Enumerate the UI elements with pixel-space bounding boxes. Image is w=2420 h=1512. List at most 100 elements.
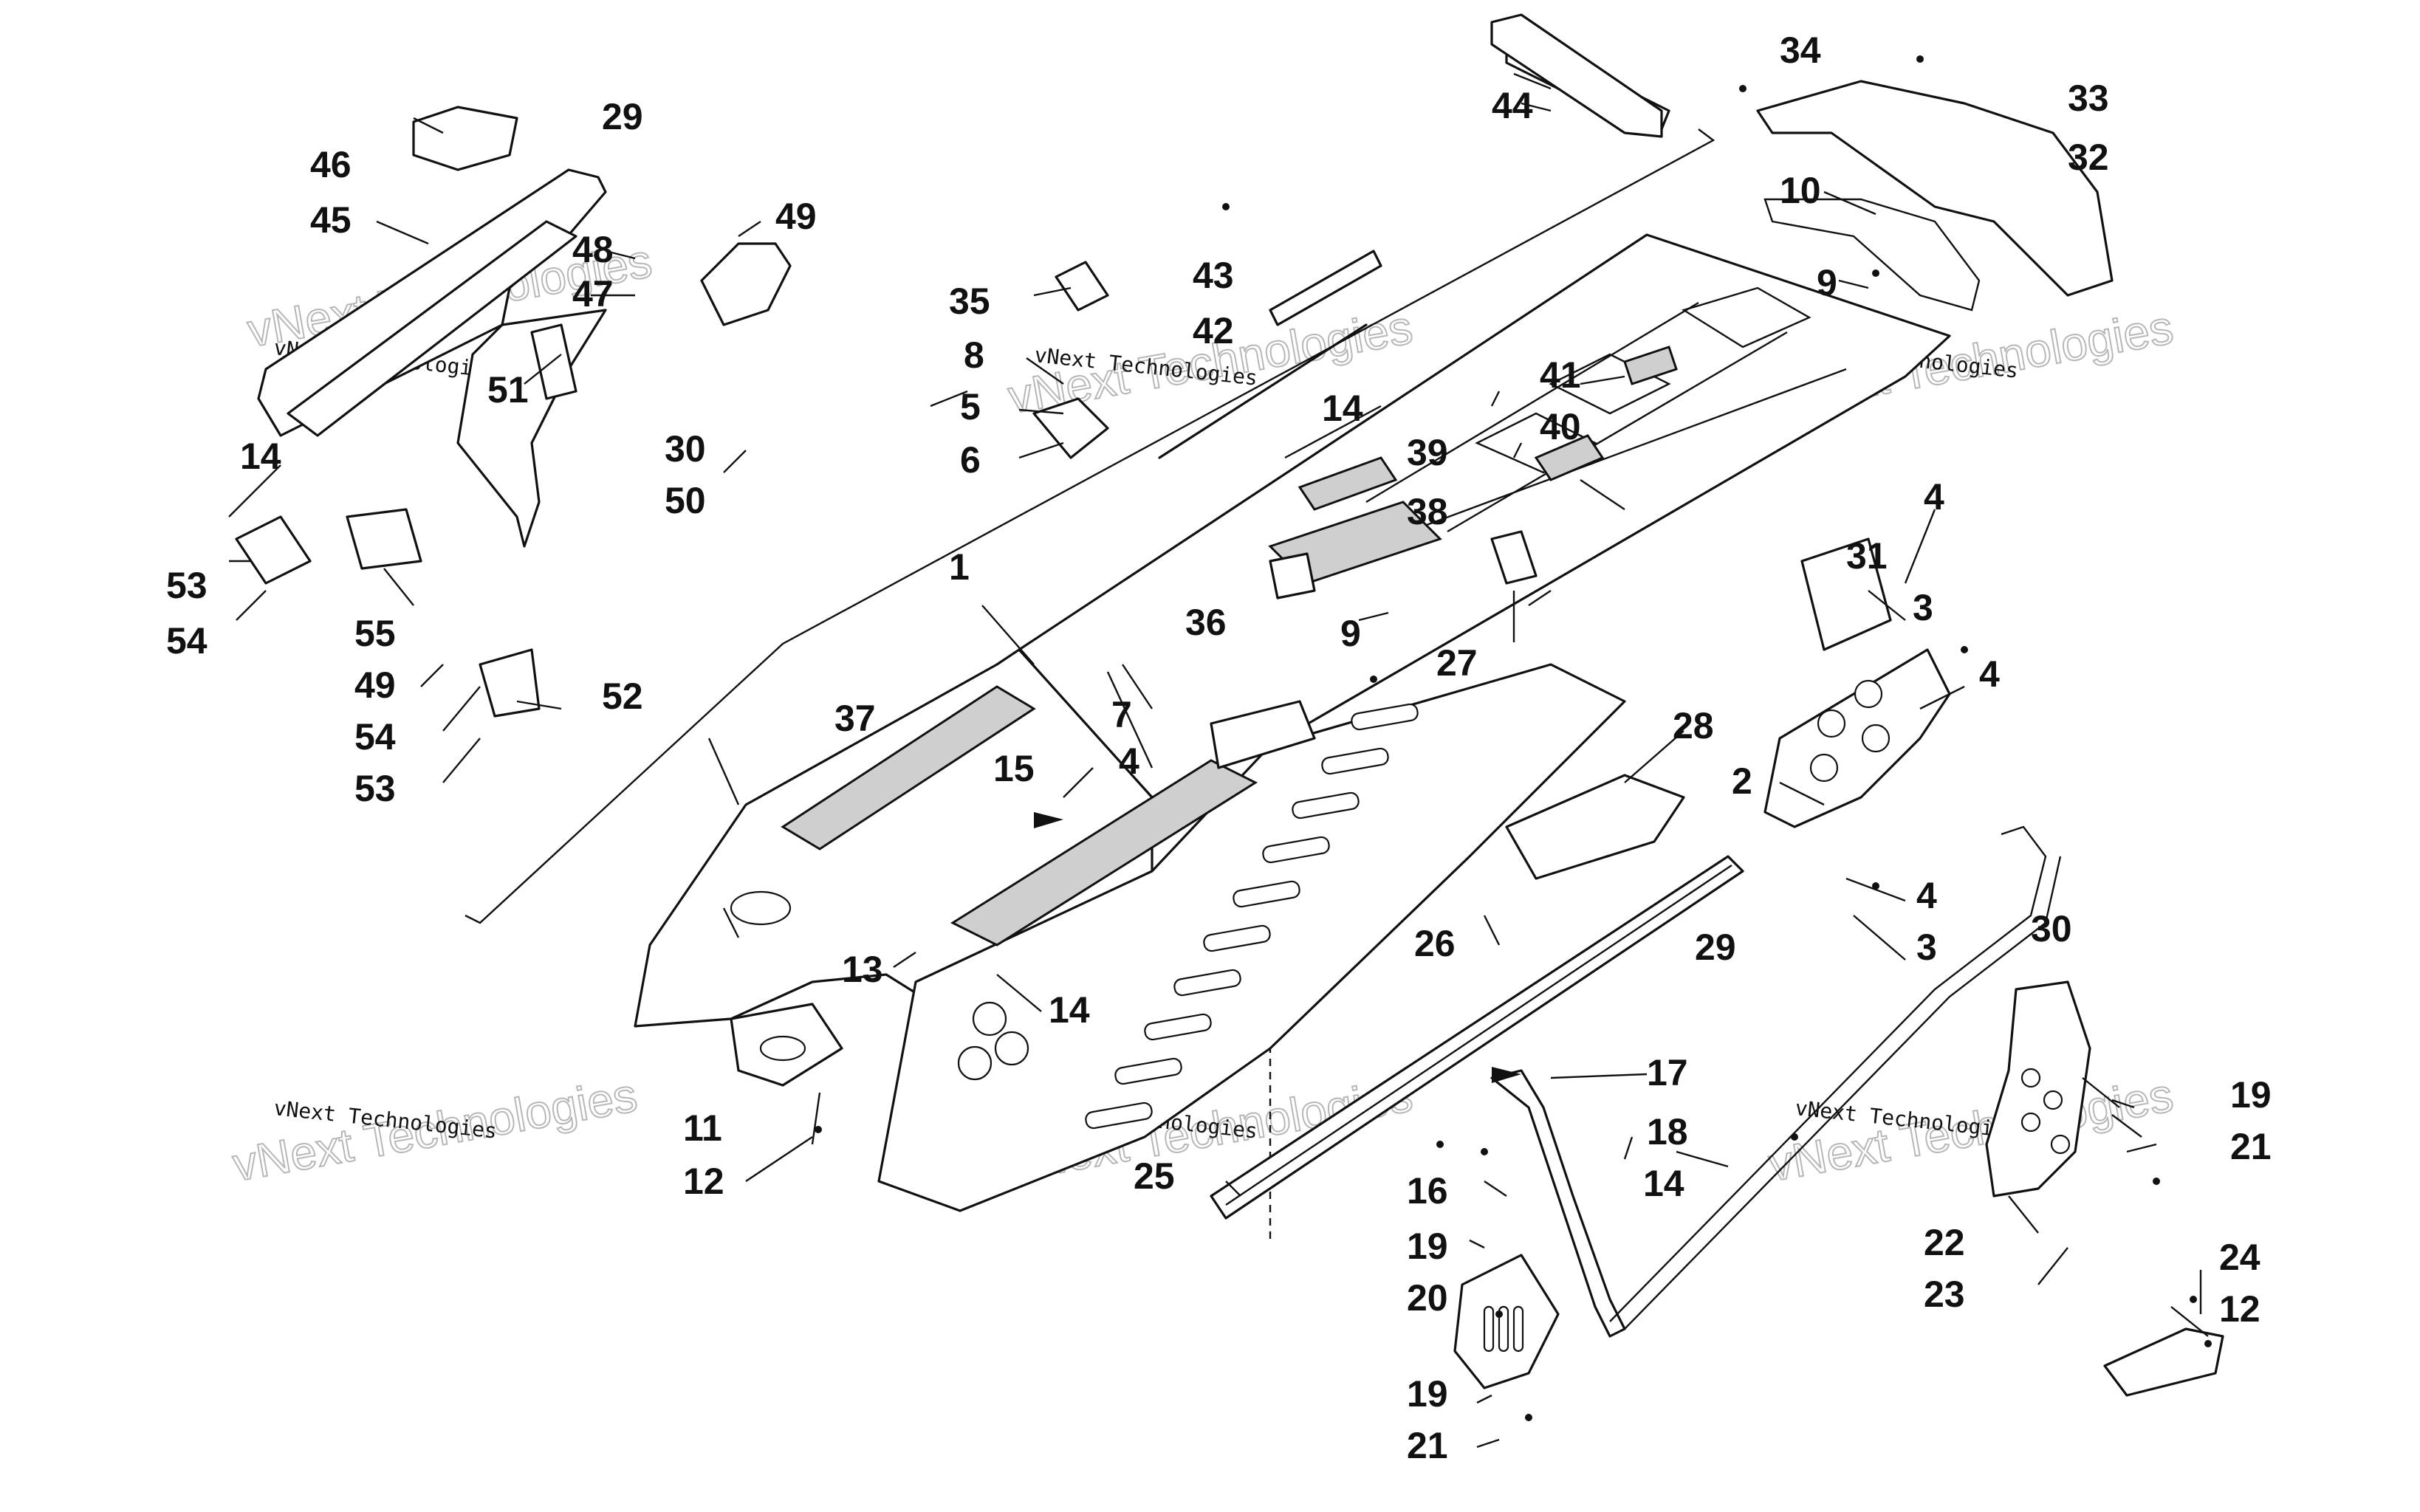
callout-29: 29 [1695,927,1736,968]
seat-support-strip-right [950,759,1258,946]
callout-9: 9 [1817,262,1837,303]
strip-42 [1158,323,1368,459]
seat-support-strip-left [781,685,1036,850]
side-plates [1505,537,1951,880]
callout-53: 53 [166,565,208,606]
left-lower-parts [730,1003,843,1087]
callout-53: 53 [354,768,396,809]
callout-29: 29 [602,96,643,137]
direction-arrows [1034,812,1521,1083]
callout-28: 28 [1673,705,1714,746]
running-board-louvers [1085,703,1419,1130]
top-center-parts [1032,13,1678,599]
callout-4: 4 [1979,653,2000,695]
rear-hinge-bottom [479,648,541,718]
callout-30: 30 [665,428,706,470]
callout-52: 52 [602,676,643,717]
tunnel-chassis [634,233,1951,1212]
callout-30: 30 [2031,908,2072,949]
callout-6: 6 [960,439,981,481]
callout-31: 31 [1846,535,1888,577]
callout-4: 4 [1924,476,1944,518]
rear-rack-leg [456,309,607,548]
callout-54: 54 [166,620,208,662]
callout-19: 19 [1407,1226,1448,1267]
callout-55: 55 [354,613,396,654]
arrow-icon [1492,1067,1521,1083]
callout-47: 47 [572,273,614,315]
shield-28 [1505,774,1685,880]
callout-38: 38 [1407,491,1448,532]
bracket-27 [1490,530,1538,585]
callout-21: 21 [2230,1126,2272,1167]
fasteners [815,55,2212,1421]
side-plate-2 [1763,648,1951,828]
seat-strip-44 [1490,13,1663,138]
callout-27: 27 [1436,642,1478,684]
rear-rack-strap [530,323,577,400]
callout-1: 1 [949,546,970,588]
callout-4: 4 [1119,740,1139,782]
callout-22: 22 [1924,1222,1965,1263]
callout-46: 46 [310,144,352,185]
callout-14: 14 [1643,1163,1684,1204]
rear-bumper-cover [1756,80,2114,297]
bumper-tube-30 [1609,825,2047,1322]
callout-36: 36 [1185,602,1227,643]
callout-41: 41 [1540,354,1581,396]
callout-51: 51 [487,369,529,410]
callout-13: 13 [842,949,883,990]
bracket-35 [1055,261,1109,312]
callout-14: 14 [240,436,281,477]
callout-40: 40 [1540,406,1581,447]
callout-5: 5 [960,386,981,427]
callout-19: 19 [1407,1373,1448,1415]
callout-26: 26 [1414,923,1456,964]
part-1-bracket-line [465,128,1715,924]
callout-3: 3 [1913,587,1933,628]
callout-33: 33 [2068,78,2109,119]
callout-7: 7 [1111,694,1132,735]
callout-labels: 1 2 3 3 4 4 4 4 5 6 7 8 9 9 10 11 12 12 … [166,30,2272,1466]
rear-rack-mount-bracket [700,242,792,326]
footrest-22 [1985,980,2091,1197]
pad-40 [1534,434,1605,481]
callout-12: 12 [683,1161,724,1202]
callout-3: 3 [1916,927,1937,968]
callout-42: 42 [1193,310,1234,351]
callout-15: 15 [993,748,1035,789]
callout-9: 9 [1340,613,1361,654]
strip-43 [1269,250,1382,326]
rear-rack-assembly [235,106,792,718]
bracket-36 [1269,552,1316,599]
callout-50: 50 [665,480,706,521]
callout-37: 37 [834,698,876,739]
callout-12: 12 [2219,1288,2260,1330]
callout-14: 14 [1049,989,1090,1031]
rear-rack-foam-block [346,508,422,570]
pad-41 [1623,346,1678,385]
callout-2: 2 [1732,760,1752,802]
front-bumper-loop [1490,825,2062,1338]
leader-lines [228,72,2209,1449]
callout-19: 19 [2230,1074,2272,1116]
plate-31 [1800,537,1892,651]
callout-44: 44 [1492,85,1533,126]
callout-23: 23 [1924,1274,1965,1315]
callout-34: 34 [1780,30,1821,71]
callout-14: 14 [1322,388,1363,429]
rear-bumper-strap-10 [1763,198,1981,312]
rear-rack-inner [287,220,577,437]
callout-43: 43 [1193,255,1234,296]
callout-45: 45 [310,199,352,241]
callout-17: 17 [1647,1052,1688,1093]
callout-25: 25 [1134,1155,1175,1197]
callout-10: 10 [1780,170,1821,211]
callout-16: 16 [1407,1170,1448,1212]
lower-right-parts [1453,980,2224,1397]
callout-21: 21 [1407,1425,1448,1466]
callout-4: 4 [1916,875,1937,916]
bracket-6 [1032,397,1109,459]
handle-24 [2103,1327,2224,1397]
